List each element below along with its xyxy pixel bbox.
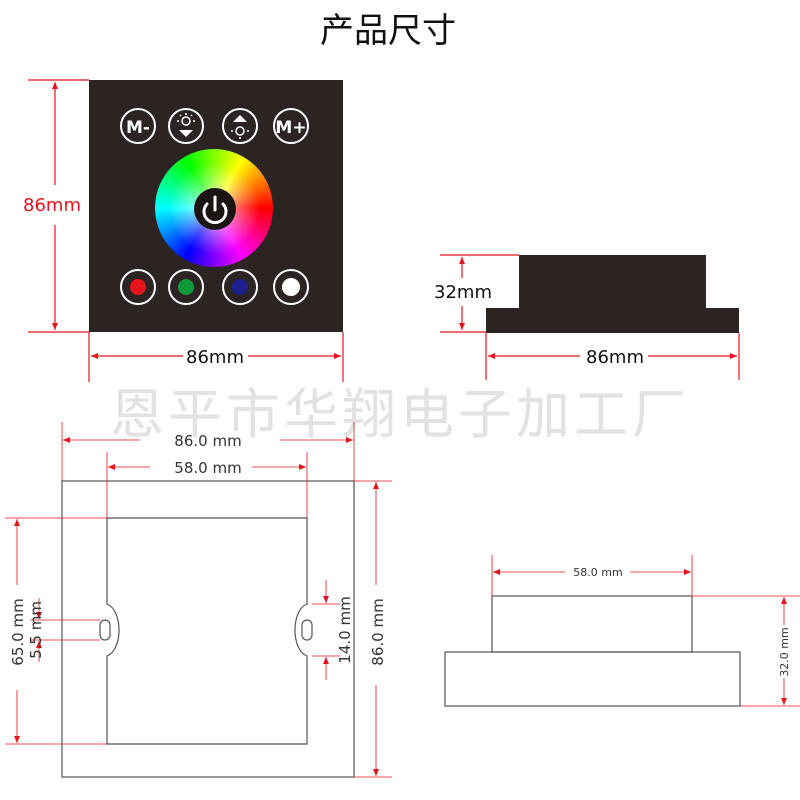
- front-width-dimension: [88, 332, 344, 382]
- brightness-down-button[interactable]: [168, 108, 204, 144]
- white-color-dot: [282, 278, 300, 296]
- side-drawing-height-dimension: [692, 595, 800, 707]
- inner-box-outline: [106, 517, 308, 745]
- blue-color-dot: [232, 279, 248, 295]
- front-view: M- M+: [23, 79, 344, 382]
- right-outer-dimension: [354, 480, 392, 778]
- side-top-outline: [491, 595, 693, 653]
- brightness-down-icon: [177, 113, 195, 137]
- side-width-dimension: [485, 333, 740, 380]
- watermark-text: 恩平市华翔电子加工厂: [110, 383, 690, 446]
- left-height-dimension: [5, 517, 107, 745]
- front-height-label: 86mm: [23, 195, 81, 216]
- inner-width-dimension: [106, 452, 308, 518]
- side-height-label: 32mm: [434, 282, 492, 303]
- front-height-dimension: [28, 79, 89, 333]
- green-color-dot: [178, 279, 194, 295]
- left-mounting-slot: [99, 619, 111, 641]
- side-width-label: 86mm: [586, 347, 644, 368]
- right-mounting-slot: [301, 619, 313, 641]
- device-side-body: [519, 255, 706, 311]
- right-outer-label: 86.0 mm: [369, 598, 387, 665]
- blue-color-button[interactable]: [222, 269, 258, 305]
- red-color-button[interactable]: [120, 269, 156, 305]
- right-inner-dimension: [312, 580, 340, 680]
- mode-plus-button[interactable]: M+: [273, 108, 309, 144]
- outer-width-dimension: [61, 422, 355, 481]
- front-width-label: 86mm: [186, 347, 244, 368]
- technical-side-drawing: 58.0 mm 32.0 mm: [444, 555, 800, 707]
- side-height-dimension: [440, 254, 519, 333]
- mode-plus-label: M+: [275, 118, 306, 138]
- slot-size-dimension: [30, 598, 100, 662]
- inner-width-label: 58.0 mm: [174, 459, 241, 477]
- power-icon: [202, 195, 228, 224]
- side-base-outline: [444, 651, 741, 707]
- brightness-up-icon: [231, 115, 249, 139]
- white-color-button[interactable]: [273, 269, 309, 305]
- mode-minus-button[interactable]: M-: [120, 108, 156, 144]
- side-drawing-height-label: 32.0 mm: [778, 627, 791, 676]
- technical-front-drawing: 86.0 mm 58.0 mm 65.0 mm 5.5 mm: [5, 422, 392, 778]
- brightness-up-button[interactable]: [222, 108, 258, 144]
- mode-minus-label: M-: [126, 118, 150, 138]
- slot-size-label: 5.5 mm: [27, 601, 45, 659]
- right-inner-label: 14.0 mm: [336, 596, 354, 663]
- outer-plate-outline: [61, 480, 355, 778]
- red-color-dot: [130, 279, 146, 295]
- device-side-base: [486, 308, 739, 333]
- outer-width-label: 86.0 mm: [174, 432, 241, 450]
- side-top-width-dimension: [491, 555, 693, 596]
- side-top-width-label: 58.0 mm: [573, 566, 622, 579]
- green-color-button[interactable]: [168, 269, 204, 305]
- power-button[interactable]: [194, 188, 236, 230]
- side-view: 32mm 86mm: [434, 254, 740, 380]
- left-height-label: 65.0 mm: [9, 598, 27, 665]
- page-title: 产品尺寸: [320, 11, 456, 51]
